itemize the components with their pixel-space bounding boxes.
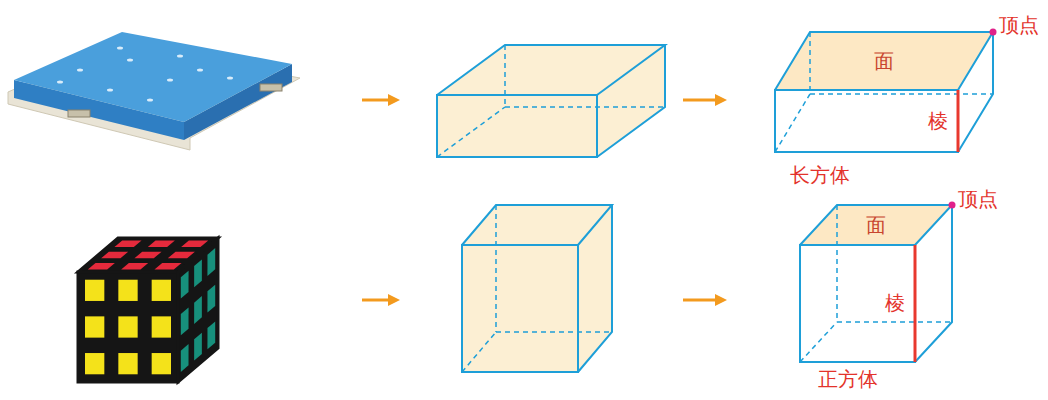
vertex-dot [949, 202, 956, 209]
shape-name: 长方体 [790, 164, 850, 186]
cuboid-figure [437, 45, 665, 157]
orange-arrow [362, 94, 400, 106]
vertex-dot [990, 29, 997, 36]
edge-label: 棱 [928, 110, 948, 132]
orange-arrow [683, 94, 727, 106]
edge-highlight [914, 245, 917, 362]
shape-name: 正方体 [818, 368, 878, 390]
mattress-photo [8, 32, 300, 150]
cuboid-labelled [775, 29, 997, 153]
face-label: 面 [866, 214, 886, 236]
orange-arrow [362, 294, 400, 306]
orange-arrow [683, 294, 727, 306]
vertex-label: 顶点 [999, 14, 1039, 36]
face-label: 面 [874, 50, 894, 72]
edge-highlight [957, 90, 960, 152]
cube-labelled [800, 202, 956, 363]
vertex-label: 顶点 [958, 188, 998, 210]
edge-label: 棱 [885, 292, 905, 314]
cube-figure [462, 205, 612, 372]
rubik-cube-photo [78, 238, 218, 382]
